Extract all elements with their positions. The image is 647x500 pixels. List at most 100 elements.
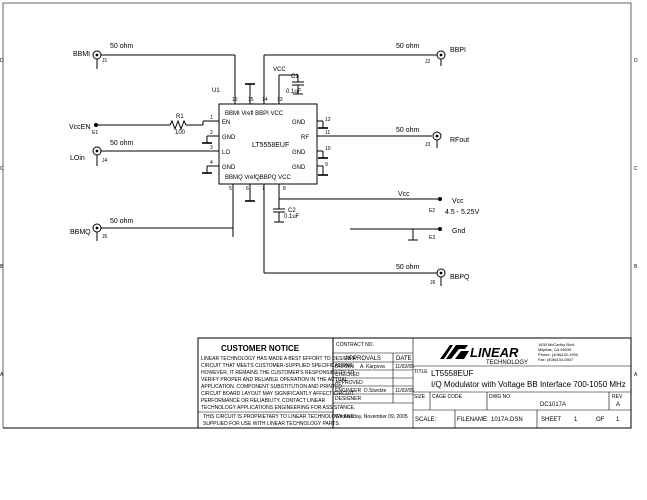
- ic-pin11-name: RF: [301, 135, 309, 141]
- title-description: I/Q Modulator with Voltage BB Interface …: [431, 380, 626, 389]
- r1-value: 100: [175, 130, 186, 136]
- zone-row-c-right: C: [634, 166, 638, 172]
- notice-footer-2: SUPPLIED FOR USE WITH LINEAR TECHNOLOGY …: [203, 421, 340, 427]
- engineer-date: 11/02/05: [395, 388, 414, 394]
- notice-line-2: CIRCUIT THAT MEETS CUSTOMER-SUPPLIED SPE…: [201, 363, 354, 369]
- loin-label: LOin: [70, 155, 85, 162]
- dwg-no-label: DWG NO: [489, 394, 510, 400]
- ic-pin1-num: 1: [210, 115, 213, 121]
- ground-symbol-pin9: [318, 166, 328, 176]
- gnd-terminal-ref: E3: [429, 235, 435, 241]
- filename: 1017A.DSN: [491, 417, 523, 423]
- notice-footer-1: THIS CIRCUIT IS PROPRIETARY TO LINEAR TE…: [203, 414, 355, 420]
- dwg-no: DC1017A: [540, 402, 566, 408]
- bbmq-label: BBMQ: [70, 229, 91, 236]
- vcc-terminal-ref: E2: [429, 208, 435, 214]
- bbmi-ref: J1: [102, 58, 108, 64]
- bbmq-connector-pin: [95, 226, 99, 230]
- bbpi-label: BBPI: [450, 47, 466, 54]
- customer-notice: CUSTOMER NOTICE LINEAR TECHNOLOGY HAS MA…: [197, 337, 356, 429]
- gnd-terminal-label: Gnd: [452, 228, 465, 235]
- date-header: DATE: [396, 356, 412, 362]
- c2-ref: C2: [288, 208, 296, 214]
- linear-logo: LINEAR TECHNOLOGY: [440, 345, 528, 366]
- ic-pin3-name: LO: [222, 150, 230, 156]
- bbmq-impedance: 50 ohm: [110, 218, 134, 225]
- notice-line-4: VERIFY PROPER AND RELIABLE OPERATION IN …: [201, 377, 348, 383]
- notice-line-1: LINEAR TECHNOLOGY HAS MADE A BEST EFFORT…: [201, 356, 356, 362]
- c1-value: 0.1uF: [286, 89, 302, 95]
- print-date: Wednesday, November 09, 2005: [335, 414, 408, 420]
- address-line-2: Milpitas, CA 95035: [538, 347, 572, 352]
- title-label: TITLE: [414, 369, 428, 375]
- drawn-name: A. Karpova: [360, 364, 385, 370]
- vcc-net-label: Vcc: [398, 191, 410, 198]
- ic-pin9-num: 9: [325, 162, 328, 168]
- zone-row-d-right: D: [634, 58, 638, 64]
- ic-pin5-num: 5: [229, 186, 232, 192]
- ground-symbol-pin12: [318, 121, 328, 129]
- approved-label: APPROVED: [335, 380, 363, 386]
- vcc-terminal-label: Vcc: [452, 198, 464, 205]
- vccen-ref: E1: [92, 130, 98, 136]
- address-line-4: Fax: (408)434-0507: [538, 357, 574, 362]
- ic-pin4-num: 4: [210, 160, 213, 166]
- ic-pin4-name: GND: [222, 165, 236, 171]
- rev-value: A: [616, 402, 620, 408]
- zone-row-b-left: B: [0, 264, 4, 270]
- ic-pin14-num: 14: [262, 97, 268, 103]
- bbpq-label: BBPQ: [450, 274, 470, 281]
- notice-line-3: HOWEVER, IT REMAINS THE CUSTOMER'S RESPO…: [201, 370, 354, 376]
- zone-row-a-right: A: [634, 372, 638, 378]
- zone-row-a-left: A: [0, 372, 4, 378]
- contract-no-label: CONTRACT NO.: [336, 342, 374, 348]
- ic-bottom-pin-labels: BBMQ VrefQBBPQ VCC: [225, 175, 291, 181]
- bbmi-impedance: 50 ohm: [110, 43, 134, 50]
- ic-pin8-num: 8: [283, 186, 286, 192]
- ic-pin13-num: 13: [277, 97, 283, 103]
- rev-label: REV: [612, 394, 623, 400]
- cage-code-label: CAGE CODE: [432, 394, 463, 400]
- ic-pin12-num: 12: [325, 117, 331, 123]
- rfout-ref: J3: [425, 142, 431, 148]
- sheet-number: 1: [574, 417, 578, 423]
- r1-ref: R1: [176, 114, 184, 120]
- drawn-label: DRAWN: [335, 364, 354, 370]
- ic-pin10-num: 10: [325, 146, 331, 152]
- scale-label: SCALE:: [415, 417, 437, 423]
- logo-wordmark: LINEAR: [470, 345, 519, 360]
- vcc-net-top: VCC: [273, 67, 286, 73]
- ic-pin15-num: 15: [248, 97, 254, 103]
- ic-pin11-num: 11: [325, 130, 330, 136]
- bbmi-label: BBMI: [73, 51, 90, 58]
- ic-part-name: LT5558EUF: [252, 142, 289, 149]
- notice-title: CUSTOMER NOTICE: [221, 344, 300, 353]
- sheet-label: SHEET: [541, 417, 561, 423]
- notice-line-8: TECHNOLOGY APPLICATIONS ENGINEERING FOR …: [201, 405, 355, 411]
- bbpi-ref: J2: [425, 59, 431, 65]
- notice-line-7: PERFORMANCE OR RELIABILITY. CONTACT LINE…: [201, 398, 326, 404]
- filename-label: FILENAME:: [457, 417, 489, 423]
- notice-line-6: CIRCUIT BOARD LAYOUT MAY SIGNIFICANTLY A…: [201, 391, 354, 397]
- ic-ref: U1: [212, 88, 220, 94]
- gnd-terminal: [438, 227, 442, 231]
- vcc-terminal: [438, 197, 442, 201]
- ic-pin12-name: GND: [292, 120, 306, 126]
- bbmi-connector-pin: [95, 53, 99, 57]
- sheet-total: 1: [616, 417, 620, 423]
- c1-ref: C1: [291, 74, 299, 80]
- vccen-terminal: [94, 123, 98, 127]
- bbpq-connector-pin: [439, 271, 443, 275]
- vccen-label: VccEN: [69, 124, 90, 131]
- ic-body: [218, 103, 318, 185]
- ic-pin2-name: GND: [222, 135, 236, 141]
- r1-resistor: [169, 119, 187, 131]
- ground-symbol-pin4: [202, 166, 212, 174]
- ground-symbol-pin2: [202, 136, 212, 144]
- zone-row-d-left: D: [0, 58, 4, 64]
- bbpi-impedance: 50 ohm: [396, 43, 420, 50]
- loin-impedance: 50 ohm: [110, 140, 134, 147]
- zone-row-b-right: B: [634, 264, 638, 270]
- title-part: LT5558EUF: [431, 369, 474, 378]
